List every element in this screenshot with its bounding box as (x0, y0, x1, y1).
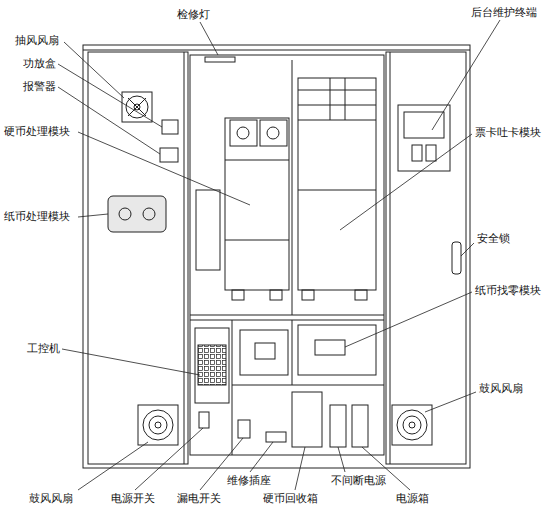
callout-label: 检修灯 (176, 8, 211, 21)
callout-label: 工控机 (26, 342, 61, 355)
ticket-module (298, 78, 376, 290)
note-module-door-box (108, 196, 166, 232)
cabinet-frame (83, 45, 470, 468)
callout-label: 电源箱 (395, 492, 430, 505)
callout-label: 报警器 (22, 80, 57, 93)
industrial-pc (195, 328, 229, 403)
service-socket (266, 432, 286, 442)
callout-label: 漏电开关 (176, 492, 222, 505)
callout-label: 鼓风风扇 (478, 382, 524, 395)
callout-label: 安全锁 (476, 232, 511, 245)
callout-label: 硬币回收箱 (262, 492, 319, 505)
service-lamp (205, 57, 235, 62)
callout-label: 不间断电源 (330, 474, 387, 487)
safety-lock (452, 242, 461, 274)
callout-label: 维修插座 (226, 474, 272, 487)
callout-label: 鼓风风扇 (28, 492, 74, 505)
note-change-module (298, 325, 376, 375)
coin-module (225, 118, 289, 290)
callout-label: 电源开关 (110, 492, 156, 505)
blower-fan-right (392, 405, 432, 445)
ups (330, 405, 346, 447)
right-door (386, 52, 466, 464)
callout-label: 抽风风扇 (14, 34, 60, 47)
inner-cabinet (190, 55, 384, 455)
maintenance-terminal (398, 105, 450, 171)
leader-lines (58, 20, 500, 490)
coin-lower-box (240, 330, 288, 375)
amplifier-box (162, 120, 178, 134)
alarm (160, 148, 178, 162)
power-box (352, 405, 368, 447)
callout-label: 功放盒 (22, 57, 57, 70)
coin-bin (292, 392, 322, 447)
blower-fan-left (138, 405, 178, 445)
callout-label: 票卡吐卡模块 (474, 126, 542, 139)
callout-label: 硬币处理模块 (3, 125, 71, 138)
exhaust-fan (122, 92, 152, 122)
left-door (88, 52, 188, 464)
leakage-switch (238, 420, 250, 438)
callout-label: 纸币找零模块 (474, 284, 542, 297)
callout-label: 纸币处理模块 (3, 210, 71, 223)
callout-label: 后台维护终端 (470, 6, 538, 19)
power-switch (199, 412, 209, 428)
